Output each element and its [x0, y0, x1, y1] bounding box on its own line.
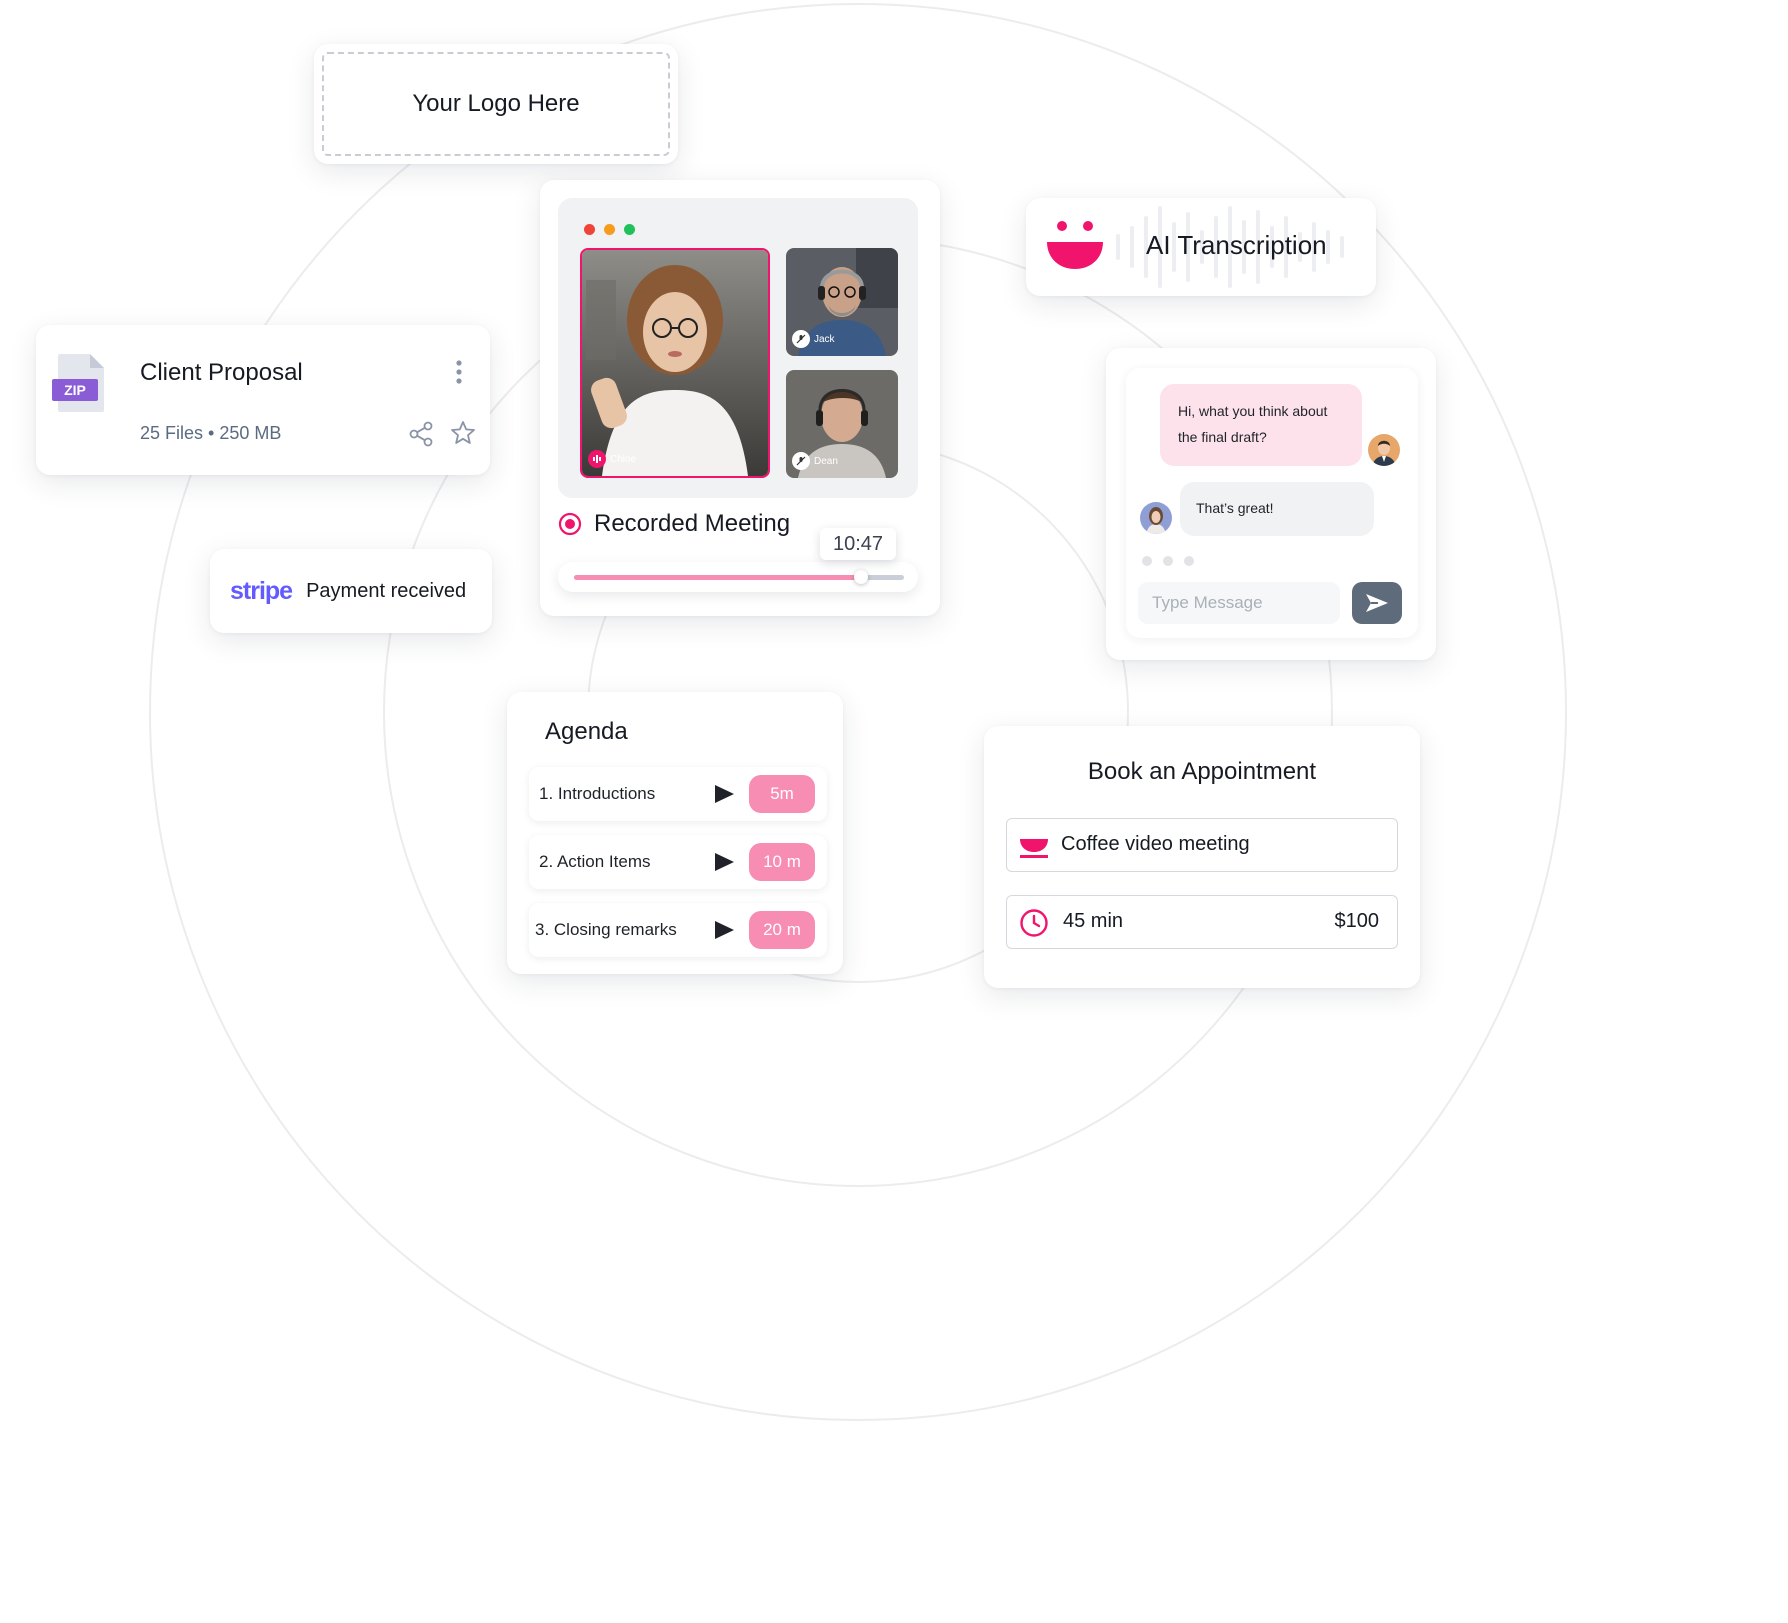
- chat-card: Hi, what you think about the final draft…: [1106, 348, 1436, 660]
- agenda-title: Agenda: [545, 718, 628, 745]
- participant-name-chloe: Chloe: [610, 453, 637, 465]
- speaking-icon: [588, 450, 606, 468]
- agenda-item-duration: 20 m: [749, 911, 815, 949]
- mic-muted-icon: [792, 330, 810, 348]
- smiley-logo-icon: [1047, 221, 1103, 269]
- agenda-item[interactable]: 1. Introductions 5m: [529, 767, 827, 821]
- ai-transcription-card[interactable]: AI Transcription: [1026, 198, 1376, 296]
- agenda-item-duration: 10 m: [749, 843, 815, 881]
- payment-received-text: Payment received: [306, 579, 467, 602]
- appointment-title: Book an Appointment: [1087, 758, 1317, 785]
- recording-status: Recorded Meeting: [558, 510, 790, 538]
- participant-tile-dean[interactable]: Dean: [786, 370, 898, 478]
- avatar-man: [1368, 434, 1400, 466]
- zip-file-icon: ZIP: [52, 354, 104, 412]
- kebab-menu-icon[interactable]: [452, 359, 466, 385]
- logo-placeholder-text: Your Logo Here: [322, 52, 670, 156]
- progress-fill: [574, 575, 862, 580]
- client-proposal-card[interactable]: Client Proposal 25 Files • 250 MB: [36, 325, 490, 475]
- participant-label-chloe: Chloe: [588, 450, 636, 468]
- participant-tile-chloe[interactable]: Chloe: [580, 248, 770, 478]
- window-close-dot[interactable]: [584, 224, 595, 235]
- avatar-woman: [1140, 502, 1172, 534]
- share-icon[interactable]: [408, 421, 434, 447]
- participant-tile-jack[interactable]: Jack: [786, 248, 898, 356]
- proposal-meta: 25 Files • 250 MB: [140, 423, 282, 443]
- coffee-cup-icon: [1020, 839, 1048, 858]
- message-input[interactable]: [1138, 582, 1340, 624]
- recording-title: Recorded Meeting: [594, 510, 791, 537]
- duration-label: 45 min: [1063, 910, 1124, 932]
- chat-window: Hi, what you think about the final draft…: [1126, 368, 1418, 638]
- play-icon[interactable]: [713, 784, 735, 804]
- play-icon[interactable]: [713, 920, 735, 940]
- window-minimize-dot[interactable]: [604, 224, 615, 235]
- agenda-item[interactable]: 3. Closing remarks 20 m: [529, 903, 827, 957]
- ai-transcription-title: AI Transcription: [1146, 230, 1327, 260]
- playback-timestamp: 10:47: [820, 528, 896, 560]
- send-button[interactable]: [1352, 582, 1402, 624]
- price-label: $100: [1334, 910, 1380, 932]
- meeting-type-field[interactable]: Coffee video meeting: [1006, 818, 1398, 872]
- stripe-payment-card[interactable]: stripe Payment received: [210, 549, 492, 633]
- participant-label-jack: Jack: [792, 330, 835, 348]
- logo-placeholder-card[interactable]: Your Logo Here: [314, 44, 678, 164]
- agenda-item-duration: 5m: [749, 775, 815, 813]
- incoming-message: Hi, what you think about the final draft…: [1160, 384, 1362, 466]
- agenda-item[interactable]: 2. Action Items 10 m: [529, 835, 827, 889]
- zip-file-label: ZIP: [64, 382, 86, 398]
- stripe-logo: stripe: [230, 576, 293, 605]
- audio-waveform-icon: [1116, 206, 1344, 288]
- agenda-item-label: 2. Action Items: [539, 852, 651, 871]
- participant-video-dean: [786, 370, 898, 478]
- send-icon: [1366, 594, 1388, 612]
- book-appointment-card: Book an Appointment Coffee video meeting…: [984, 726, 1420, 988]
- participant-label-dean: Dean: [792, 452, 838, 470]
- participant-name-dean: Dean: [814, 455, 838, 467]
- play-icon[interactable]: [713, 852, 735, 872]
- proposal-title: Client Proposal: [140, 359, 303, 386]
- clock-icon: [1020, 909, 1048, 937]
- participant-video-chloe: [582, 250, 768, 476]
- progress-track[interactable]: [574, 570, 904, 584]
- progress-handle[interactable]: [854, 570, 869, 584]
- recorded-meeting-card: Chloe Jack: [540, 180, 940, 616]
- meeting-type-label: Coffee video meeting: [1061, 833, 1250, 855]
- agenda-item-label: 1. Introductions: [539, 784, 656, 803]
- duration-price-field[interactable]: 45 min $100: [1006, 895, 1398, 949]
- window-maximize-dot[interactable]: [624, 224, 635, 235]
- reply-message: That’s great!: [1180, 482, 1374, 536]
- agenda-card: Agenda 1. Introductions 5m 2. Action Ite…: [507, 692, 843, 974]
- mic-muted-icon: [792, 452, 810, 470]
- typing-indicator-dot: [1184, 556, 1194, 566]
- record-icon: [558, 512, 582, 536]
- typing-indicator-dot: [1163, 556, 1173, 566]
- playback-progress[interactable]: [558, 562, 918, 592]
- agenda-item-label: 3. Closing remarks: [535, 920, 677, 939]
- typing-indicator-dot: [1142, 556, 1152, 566]
- star-icon[interactable]: [450, 420, 476, 446]
- participant-name-jack: Jack: [814, 333, 835, 345]
